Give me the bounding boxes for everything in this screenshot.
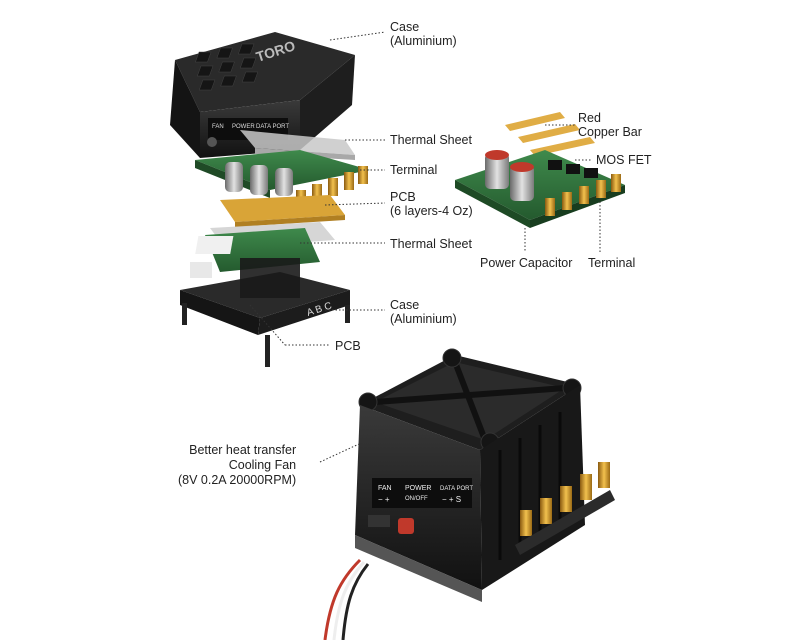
- detail-mosfets: [548, 160, 598, 178]
- power-button: [398, 518, 414, 534]
- label-pcb-main-line1: PCB: [390, 190, 416, 204]
- label-thermal-sheet-top: Thermal Sheet: [390, 133, 472, 147]
- label-pcb-main: PCB (6 layers-4 Oz): [390, 190, 473, 218]
- label-case-top-line2: (Aluminium): [390, 34, 457, 48]
- power-label: POWER: [232, 124, 255, 130]
- label-terminal-right: Terminal: [588, 256, 636, 270]
- data-port-label: DATA PORT: [256, 124, 289, 130]
- assembled-power-state: ON/OFF: [405, 496, 428, 502]
- label-case-bottom: Case (Aluminium): [390, 298, 457, 326]
- label-red-copper-bar-line2: Copper Bar: [578, 125, 642, 139]
- assembled-data-pins: − + S: [442, 495, 461, 504]
- leader-lines: [249, 31, 601, 463]
- main-pcb-upper: [195, 150, 370, 198]
- label-pcb-main-line2: (6 layers-4 Oz): [390, 204, 473, 218]
- label-pcb-bottom: PCB: [335, 339, 361, 353]
- assembled-data-port-label: DATA PORT: [440, 486, 473, 492]
- fan-label: FAN: [212, 124, 224, 130]
- label-cooling-fan-line3: (8V 0.2A 20000RPM): [178, 473, 297, 487]
- label-case-top-line1: Case: [390, 20, 420, 34]
- label-red-copper-bar-line1: Red: [578, 111, 601, 125]
- label-thermal-sheet-bottom: Thermal Sheet: [390, 237, 472, 251]
- copper-layer: [220, 195, 345, 227]
- label-case-bottom-line2: (Aluminium): [390, 312, 457, 326]
- assembled-power-label: POWER: [405, 485, 431, 492]
- label-mos-fet: MOS FET: [596, 153, 652, 167]
- assembled-terminals: [515, 462, 615, 555]
- label-cooling-fan: Better heat transfer Cooling Fan (8V 0.2…: [178, 443, 296, 488]
- label-red-copper-bar: Red Copper Bar: [578, 111, 642, 139]
- assembled-fan-pins: − +: [378, 495, 390, 504]
- bottom-case: A B C: [180, 258, 350, 367]
- detail-terminals: [545, 174, 621, 216]
- detail-capacitors: [485, 150, 534, 201]
- top-case: TORO FAN POWER DATA PORT: [170, 32, 355, 158]
- label-cooling-fan-line1: Better heat transfer: [189, 443, 297, 457]
- assembled-fan-label: FAN: [378, 485, 392, 492]
- label-power-capacitor: Power Capacitor: [480, 256, 573, 270]
- label-cooling-fan-line2: Cooling Fan: [228, 458, 297, 472]
- servo-wire: [323, 558, 370, 640]
- assembled-esc: FAN − + POWER ON/OFF DATA PORT − + S: [323, 348, 615, 640]
- label-terminal-left: Terminal: [390, 163, 438, 177]
- label-case-top: Case (Aluminium): [390, 20, 457, 48]
- label-case-bottom-line1: Case: [390, 298, 420, 312]
